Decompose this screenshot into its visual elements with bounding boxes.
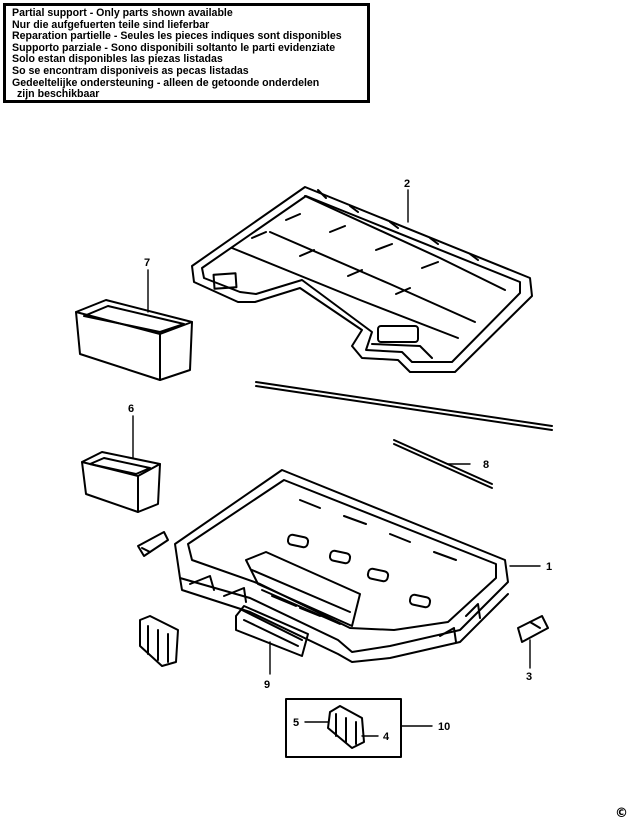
callout-9: 9 — [264, 679, 270, 691]
part-8-hinge-pins — [255, 381, 553, 489]
copyright-symbol: © — [615, 806, 628, 821]
part-6-small-bin — [81, 451, 161, 513]
notice-line-portuguese: So se encontram disponiveis as pecas lis… — [12, 64, 249, 77]
callout-7: 7 — [144, 257, 150, 269]
part-2-lid-frame — [191, 186, 533, 373]
part-3-latch-bracket-right — [517, 615, 549, 643]
part-9-handle — [235, 605, 309, 657]
latch-bracket-left — [137, 531, 169, 557]
notice-line-dutch: Gedeeltelijke ondersteuning - alleen de … — [12, 76, 320, 89]
notice-line-spanish: Solo estan disponibles las piezas listad… — [12, 53, 223, 66]
part-10-latch-kit-box — [285, 698, 402, 758]
part-7-large-bin — [75, 299, 193, 381]
part-1-base-tray — [174, 469, 509, 663]
availability-notice: Partial support - Only parts shown avail… — [3, 3, 370, 103]
callout-leaders — [132, 189, 541, 737]
callout-3: 3 — [526, 671, 532, 683]
callout-5: 5 — [293, 717, 299, 729]
callout-2: 2 — [404, 178, 410, 190]
notice-line-french: Reparation partielle - Seules les pieces… — [12, 30, 342, 43]
notice-line-german: Nur die aufgefuerten teile sind lieferba… — [12, 18, 210, 31]
callout-4: 4 — [383, 731, 390, 743]
callout-8: 8 — [483, 459, 489, 471]
notice-line-english: Partial support - Only parts shown avail… — [12, 7, 233, 19]
latch-clip — [139, 615, 179, 667]
notice-line-italian: Supporto parziale - Sono disponibili sol… — [12, 41, 336, 54]
callout-1: 1 — [546, 561, 552, 573]
callout-10: 10 — [438, 721, 450, 733]
notice-line-dutch-cont: zijn beschikbaar — [17, 88, 100, 101]
callout-6: 6 — [128, 403, 134, 415]
